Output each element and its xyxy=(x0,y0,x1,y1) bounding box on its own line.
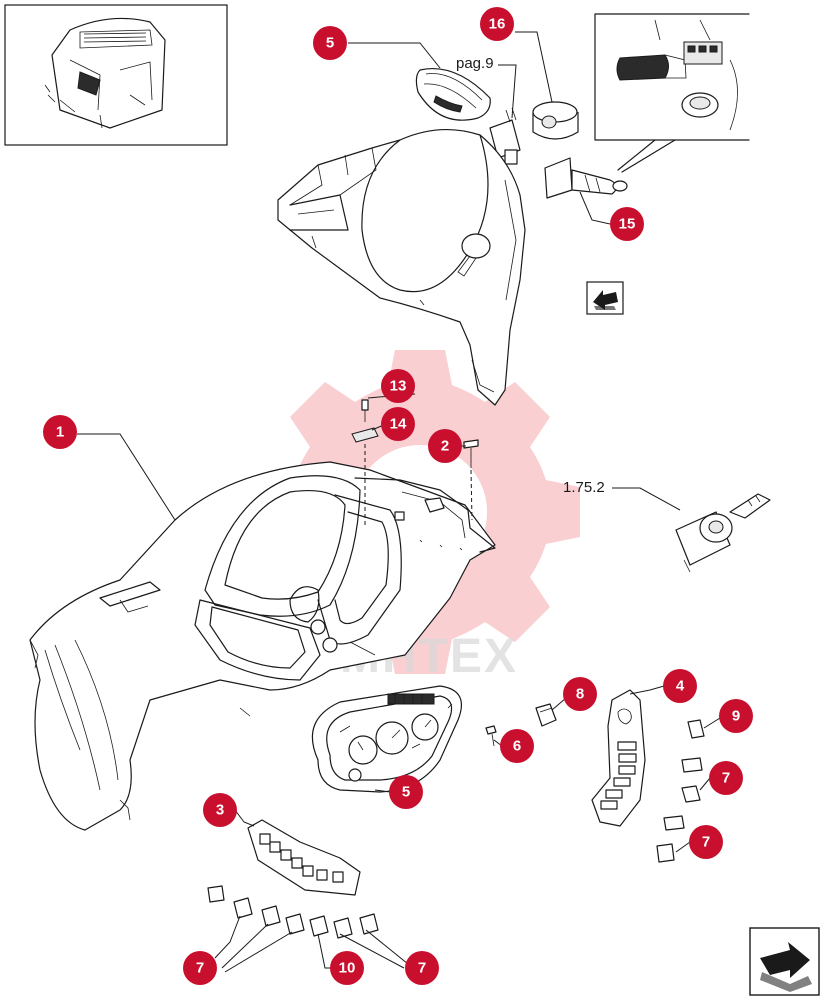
arrow-back-icon[interactable] xyxy=(586,281,624,315)
callout-7-right-upper[interactable]: 7 xyxy=(709,761,743,795)
fasteners xyxy=(351,399,479,528)
callout-14[interactable]: 14 xyxy=(381,407,415,441)
callout-1[interactable]: 1 xyxy=(43,415,77,449)
svg-text:9: 9 xyxy=(732,708,740,725)
svg-text:5: 5 xyxy=(402,784,410,801)
rocker-switches xyxy=(207,703,705,939)
callout-5-upper[interactable]: 5 xyxy=(313,26,347,60)
svg-text:15: 15 xyxy=(619,216,636,233)
page-reference-label[interactable]: pag.9 xyxy=(456,55,494,72)
part-3-switch-panel xyxy=(247,819,361,896)
svg-text:4: 4 xyxy=(676,678,685,695)
part-16-ring xyxy=(532,101,579,140)
part-4-switch-panel xyxy=(591,689,646,827)
part-6-screw xyxy=(485,725,497,747)
part-1-dashboard-housing xyxy=(29,461,496,831)
svg-text:1: 1 xyxy=(56,424,64,441)
callout-7-bottom-right[interactable]: 7 xyxy=(405,951,439,985)
callout-3[interactable]: 3 xyxy=(203,793,237,827)
arrow-next-icon[interactable] xyxy=(749,927,820,996)
callout-2[interactable]: 2 xyxy=(428,429,462,463)
callout-16[interactable]: 16 xyxy=(480,7,514,41)
callout-4[interactable]: 4 xyxy=(663,669,697,703)
connector-part xyxy=(489,107,521,165)
svg-text:16: 16 xyxy=(489,16,506,33)
callout-6[interactable]: 6 xyxy=(500,729,534,763)
svg-text:13: 13 xyxy=(390,378,407,395)
svg-text:7: 7 xyxy=(418,960,426,977)
svg-text:6: 6 xyxy=(513,738,521,755)
callout-7-bottom-left[interactable]: 7 xyxy=(183,951,217,985)
svg-text:10: 10 xyxy=(339,960,356,977)
svg-text:5: 5 xyxy=(326,35,334,52)
svg-text:14: 14 xyxy=(390,416,407,433)
svg-text:3: 3 xyxy=(216,802,224,819)
part-5-upper-gauge xyxy=(415,67,491,121)
callout-8[interactable]: 8 xyxy=(563,677,597,711)
svg-text:8: 8 xyxy=(576,686,584,703)
ignition-switch-part xyxy=(675,493,771,573)
svg-text:7: 7 xyxy=(722,770,730,787)
callout-5-cluster[interactable]: 5 xyxy=(389,775,423,809)
svg-text:2: 2 xyxy=(441,438,449,455)
callout-15[interactable]: 15 xyxy=(610,207,644,241)
part-5-instrument-cluster xyxy=(311,685,462,793)
svg-text:7: 7 xyxy=(702,834,710,851)
callout-10[interactable]: 10 xyxy=(330,951,364,985)
section-reference-label[interactable]: 1.75.2 xyxy=(563,479,605,496)
part-15-switch xyxy=(544,157,628,199)
upper-column-cover xyxy=(277,128,526,406)
callout-7-right-lower[interactable]: 7 xyxy=(689,825,723,859)
svg-text:7: 7 xyxy=(196,960,204,977)
cab-thumbnail-icon[interactable] xyxy=(4,4,228,146)
callout-13[interactable]: 13 xyxy=(381,369,415,403)
callout-9[interactable]: 9 xyxy=(719,699,753,733)
detail-inset xyxy=(594,13,750,173)
